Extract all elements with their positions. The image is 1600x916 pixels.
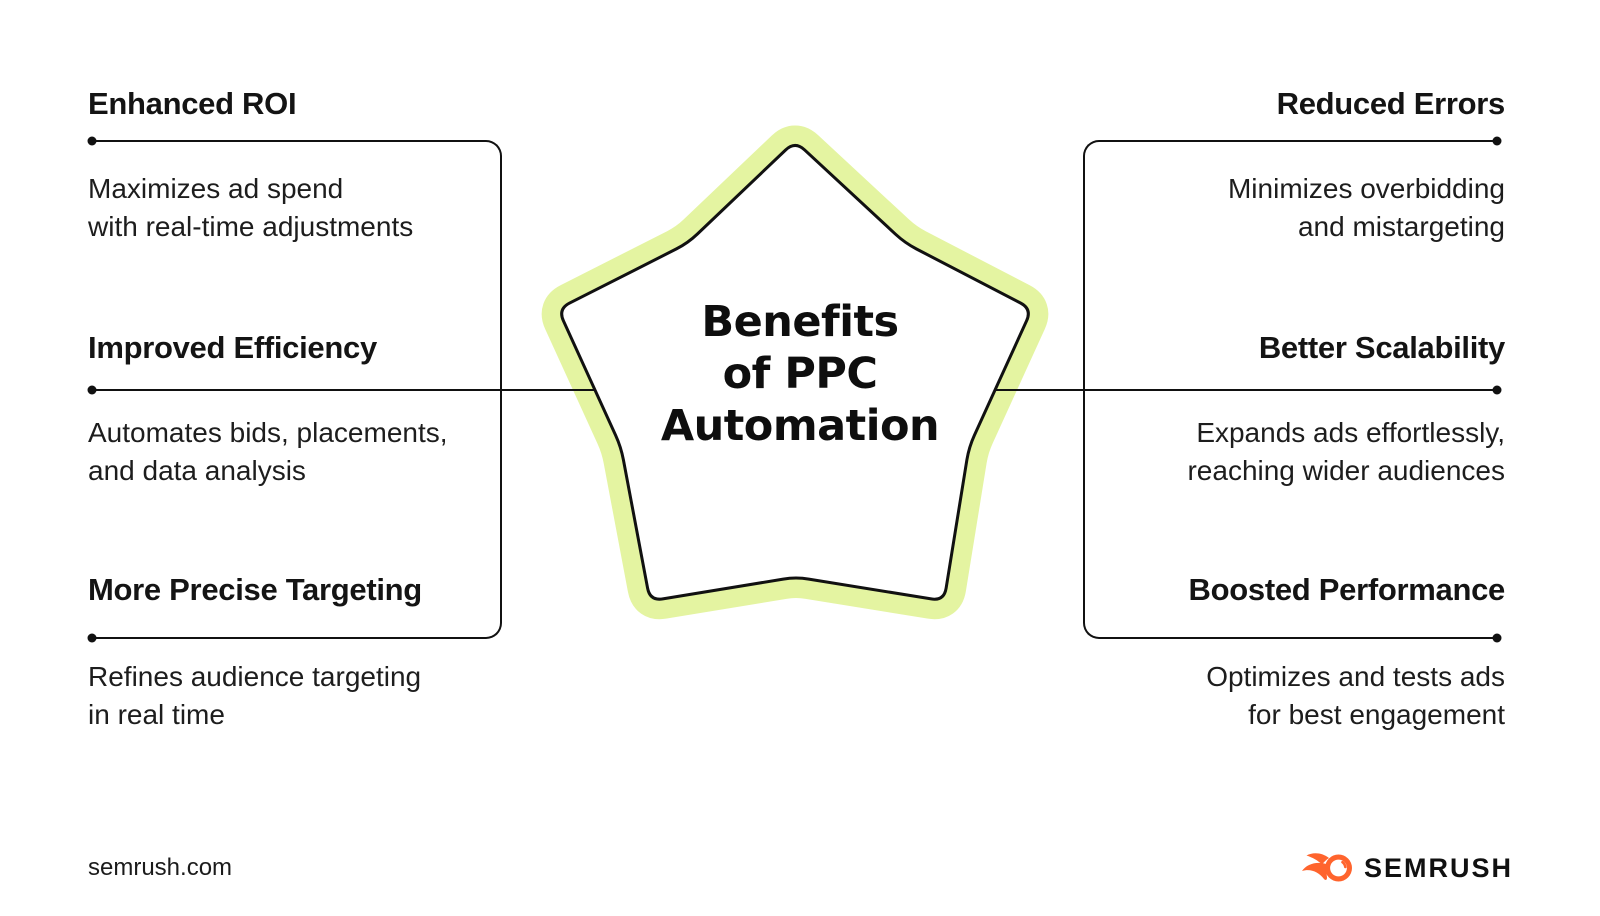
brand-wordmark: SEMRUSH [1363,852,1513,883]
benefit-heading-more-precise-targeting: More Precise Targeting [88,572,422,607]
website-url: semrush.com [88,854,233,881]
benefit-desc-better-scalability: Expands ads effortlessly, reaching wider… [1035,414,1505,490]
benefit-desc-line: Automates bids, placements, [88,417,448,448]
benefit-desc-line: reaching wider audiences [1187,455,1505,486]
benefit-heading-enhanced-roi: Enhanced ROI [88,86,297,121]
semrush-logo: SEMRUSH [1301,850,1513,886]
benefit-desc-line: Expands ads effortlessly, [1196,417,1505,448]
benefit-desc-boosted-performance: Optimizes and tests ads for best engagem… [1035,658,1505,734]
benefit-desc-line: and mistargeting [1297,211,1505,242]
benefit-desc-enhanced-roi: Maximizes ad spend with real-time adjust… [88,170,558,246]
benefit-desc-line: Optimizes and tests ads [1206,661,1505,692]
star-title-line: Benefits [701,297,899,347]
star-title-line: of PPC [722,349,878,399]
star-title: Benefits of PPC Automation [550,296,1050,452]
star-title-line: Automation [660,401,940,451]
benefit-heading-reduced-errors: Reduced Errors [1276,86,1506,121]
benefit-desc-line: with real-time adjustments [88,211,414,242]
benefit-heading-boosted-performance: Boosted Performance [1188,572,1506,607]
benefit-desc-improved-efficiency: Automates bids, placements, and data ana… [88,414,558,490]
benefit-heading-better-scalability: Better Scalability [1258,330,1505,365]
semrush-flame-icon [1301,853,1352,882]
benefit-desc-line: Refines audience targeting [88,661,422,692]
benefit-desc-line: for best engagement [1248,699,1505,730]
benefit-heading-improved-efficiency: Improved Efficiency [88,330,377,365]
benefit-desc-reduced-errors: Minimizes overbidding and mistargeting [1035,170,1505,246]
benefit-desc-line: Minimizes overbidding [1227,173,1505,204]
benefit-desc-more-precise-targeting: Refines audience targeting in real time [88,658,558,734]
benefit-desc-line: and data analysis [88,455,306,486]
benefit-desc-line: Maximizes ad spend [88,173,344,204]
benefit-desc-line: in real time [88,699,225,730]
